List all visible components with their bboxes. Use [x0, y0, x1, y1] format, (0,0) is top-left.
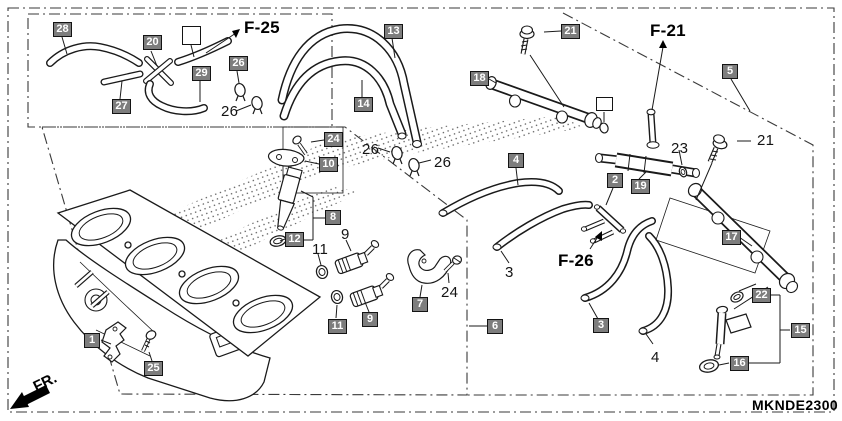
- part-callout-28: 28: [53, 22, 72, 37]
- part-number-3: 3: [505, 264, 514, 281]
- part-number-23: 23: [671, 140, 689, 157]
- part-number-26: 26: [434, 154, 452, 171]
- figure-ref-f-26: F-26: [558, 251, 594, 270]
- fuel-feed-group-border: [467, 12, 814, 396]
- throttle-bores: [70, 207, 294, 334]
- o-ring-22: [730, 291, 744, 303]
- part-callout-10: 10: [319, 157, 338, 172]
- part-callout-11: 11: [328, 319, 347, 334]
- four-way-joint: [580, 204, 627, 244]
- sensor-8: [277, 166, 303, 231]
- fr-direction-arrow: [10, 384, 51, 409]
- part-callout-29: 29: [192, 66, 211, 81]
- part-number-26: 26: [221, 103, 239, 120]
- part-callout-7: 7: [412, 297, 428, 312]
- hose-3: [493, 200, 593, 251]
- clip-26: [234, 82, 246, 102]
- o-ring-12: [269, 235, 287, 247]
- screw-25: [141, 330, 157, 352]
- clip-26: [408, 157, 420, 177]
- clip-26: [251, 95, 263, 115]
- f25-arrowhead: [232, 29, 240, 38]
- part-callout-3: 3: [593, 318, 609, 333]
- f26-arrowhead: [595, 231, 602, 241]
- part-callout-5: 5: [722, 64, 738, 79]
- part-callout-19: 19: [631, 179, 650, 194]
- clip-26: [391, 145, 403, 165]
- bracket-1: [101, 321, 127, 363]
- hose-29: [144, 80, 208, 116]
- part-callout-27: 27: [112, 99, 131, 114]
- part-callout-16: 16: [730, 356, 749, 371]
- part-callout-13: 13: [384, 24, 403, 39]
- part-callout-6: 6: [487, 319, 503, 334]
- fuel-rail-left-18: [485, 25, 609, 134]
- fuel-injector-15: [713, 305, 752, 360]
- fuel-hoses-right: [438, 178, 673, 335]
- hose-group-border: [27, 13, 333, 128]
- part-callout-20: 20: [143, 35, 162, 50]
- fuel-rail-right-17: [655, 134, 799, 294]
- part-callout-2: 2: [607, 173, 623, 188]
- part-number-11: 11: [312, 241, 329, 258]
- f21-arrowhead: [659, 40, 667, 48]
- part-callout-26: 26: [229, 56, 248, 71]
- part-callout-8: 8: [325, 210, 341, 225]
- part-callout-1: 1: [84, 333, 100, 348]
- part-callout-9: 9: [362, 312, 378, 327]
- bolt-21: [519, 25, 535, 55]
- fuel-injector-9: [349, 273, 395, 308]
- throttle-body-nipples: [74, 270, 110, 308]
- hose-14: [279, 56, 407, 139]
- bolt-21: [707, 134, 728, 163]
- part-callout-14: 14: [354, 97, 373, 112]
- bolt-24: [292, 135, 308, 156]
- part-number-21: 21: [757, 132, 775, 149]
- part-callout-25: 25: [144, 361, 163, 376]
- seal-ring-16: [698, 359, 720, 373]
- part-callout-22: 22: [752, 288, 771, 303]
- part-callout-18: 18: [470, 71, 489, 86]
- joint-pipe-assembly: [594, 108, 701, 179]
- hose-clips-26: [234, 82, 420, 177]
- o-ring-23: [678, 166, 688, 178]
- figure-code: MKNDE2300: [752, 397, 839, 413]
- part-number-26: 26: [362, 141, 380, 158]
- hose-3: [581, 217, 656, 302]
- bracket-group: [101, 321, 157, 363]
- figure-ref-f-21: F-21: [650, 21, 686, 40]
- throttle-body: [52, 189, 322, 402]
- plate-10: [268, 148, 305, 167]
- o-ring: [599, 122, 609, 134]
- o-ring-11: [315, 264, 329, 280]
- injector-holder-7: [407, 249, 452, 284]
- screw-24: [443, 255, 463, 273]
- part-callout-17: 17: [722, 230, 741, 245]
- part-callout-24: 24: [324, 132, 343, 147]
- part-number-4: 4: [651, 349, 660, 366]
- o-ring-11: [330, 289, 344, 305]
- part-number-9: 9: [341, 226, 350, 243]
- hose-group-top-left: [46, 37, 232, 116]
- injector-group-right: [698, 291, 752, 373]
- fuel-injector-9: [334, 240, 380, 275]
- figure-ref-f-25: F-25: [244, 18, 280, 37]
- part-callout-15: 15: [791, 323, 810, 338]
- empty-label-box: [596, 97, 613, 111]
- leader-lines: [61, 29, 790, 366]
- part-callout-21: 21: [561, 24, 580, 39]
- hoses-13-14: [277, 24, 423, 149]
- part-callout-4: 4: [508, 153, 524, 168]
- pipe-mount-group: [268, 126, 344, 247]
- part-number-24: 24: [441, 284, 459, 301]
- empty-label-box: [182, 26, 201, 45]
- outer-frame-border: [7, 7, 835, 413]
- injector-group-center: [315, 240, 463, 308]
- part-callout-12: 12: [285, 232, 304, 247]
